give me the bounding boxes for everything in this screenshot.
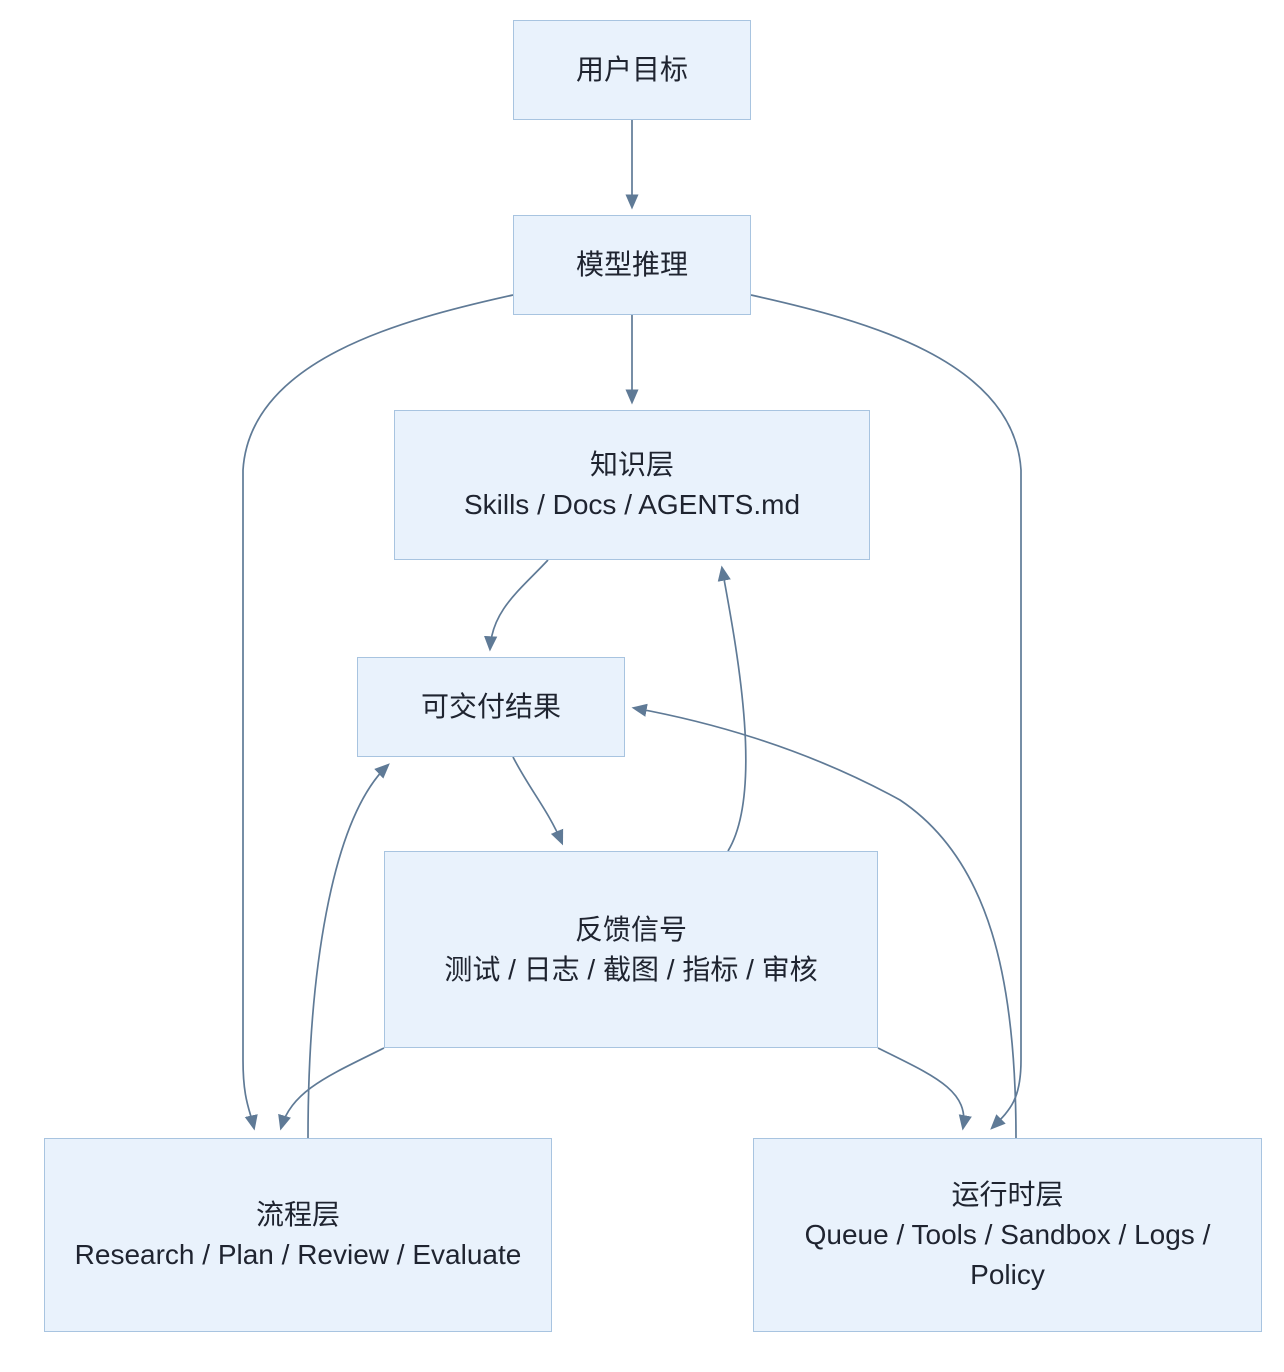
deliverable-node[interactable]: 可交付结果: [357, 657, 625, 757]
model-reasoning-node-line-1: 模型推理: [575, 249, 688, 281]
user-goal-node-line-1: 用户目标: [575, 54, 688, 86]
edge-feedback-signal-to-knowledge-layer: [717, 565, 747, 852]
knowledge-layer-node[interactable]: 知识层 Skills / Docs / AGENTS.md: [394, 410, 870, 560]
edge-knowledge-layer-to-deliverable: [484, 559, 549, 652]
runtime-layer-node[interactable]: 运行时层 Queue / Tools / Sandbox / Logs / Pol…: [753, 1138, 1262, 1332]
feedback-signal-node-line-1: 反馈信号: [574, 913, 687, 945]
edge-feedback-signal-to-runtime-layer: [877, 1047, 972, 1131]
process-layer-node-line-1: 流程层: [255, 1199, 340, 1231]
runtime-layer-node-line-2: Queue / Tools / Sandbox / Logs / Policy: [804, 1219, 1211, 1290]
model-reasoning-node[interactable]: 模型推理: [513, 215, 751, 315]
edge-deliverable-to-feedback-signal: [512, 756, 564, 846]
feedback-signal-node-line-2: 测试 / 日志 / 截图 / 指标 / 审核: [444, 953, 818, 985]
process-layer-node[interactable]: 流程层 Research / Plan / Review / Evaluate: [44, 1138, 552, 1332]
process-layer-node-line-2: Research / Plan / Review / Evaluate: [74, 1239, 522, 1270]
user-goal-node[interactable]: 用户目标: [513, 20, 751, 120]
edge-feedback-signal-to-process-layer: [278, 1047, 385, 1131]
deliverable-node-line-1: 可交付结果: [420, 691, 561, 723]
runtime-layer-node-line-1: 运行时层: [951, 1179, 1064, 1211]
knowledge-layer-node-line-1: 知识层: [589, 449, 674, 481]
feedback-signal-node[interactable]: 反馈信号测试 / 日志 / 截图 / 指标 / 审核: [384, 851, 878, 1048]
knowledge-layer-node-line-2: Skills / Docs / AGENTS.md: [463, 489, 801, 520]
edge-process-layer-to-deliverable: [307, 763, 390, 1139]
